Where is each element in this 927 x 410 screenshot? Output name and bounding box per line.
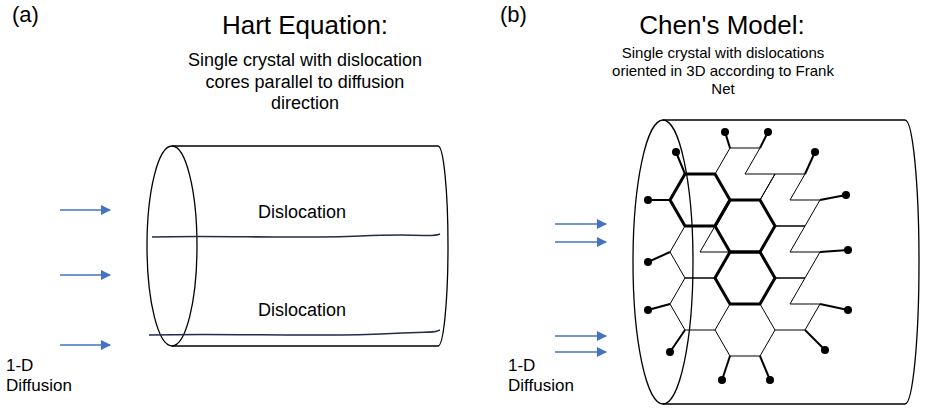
panel-letter: (a) [12, 2, 72, 28]
crystal-cylinder: DislocationDislocation [140, 140, 450, 352]
cylinder-end [147, 146, 197, 346]
frank-net [644, 128, 852, 384]
crystal-cylinder [633, 120, 919, 404]
cylinder-outline [140, 140, 450, 352]
diffusion-arrows [555, 224, 606, 352]
panel-title: Chen's Model: [572, 10, 872, 41]
dislocation-label: Dislocation [258, 300, 346, 322]
dislocation-line [152, 234, 440, 237]
diffusion-label: 1-D Diffusion [508, 356, 586, 397]
panel-title: Hart Equation: [155, 10, 455, 41]
diffusion-label: 1-D Diffusion [6, 356, 84, 397]
diffusion-arrows [60, 210, 110, 345]
dislocation-label: Dislocation [258, 202, 346, 224]
cylinder-side [172, 345, 438, 346]
cylinder-end [438, 146, 448, 346]
panel-letter: (b) [500, 2, 560, 28]
cylinder-side [172, 145, 438, 146]
dislocation-line [149, 330, 440, 335]
panel-subtitle: Single crystal with dislocations oriente… [607, 44, 839, 98]
panel-subtitle: Single crystal with dislocation cores pa… [180, 50, 430, 115]
